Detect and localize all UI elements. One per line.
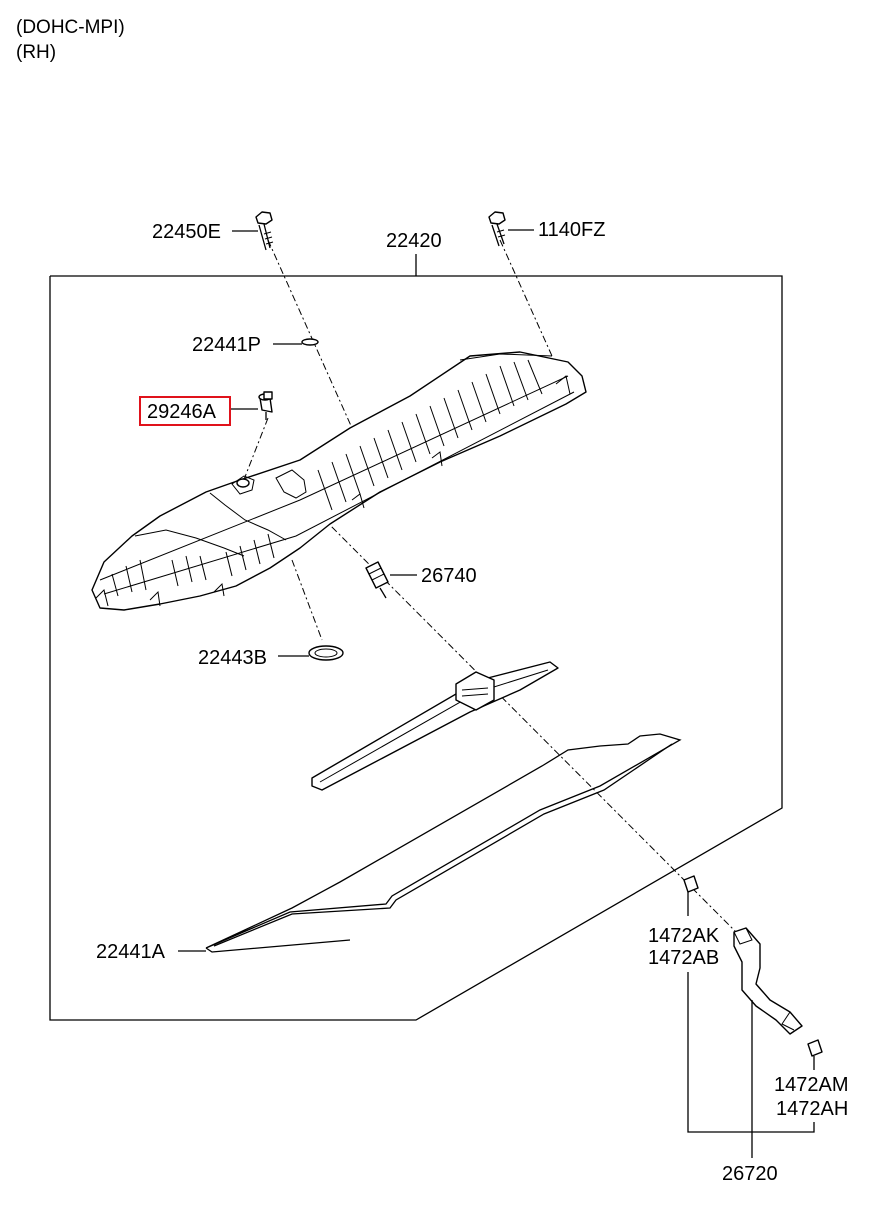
cover-ribs xyxy=(111,359,543,597)
axis-seal-22443B xyxy=(291,559,323,641)
side-label: (RH) xyxy=(16,42,57,63)
label-26740[interactable]: 26740 xyxy=(421,565,477,587)
cap-29246A xyxy=(258,391,273,420)
axis-bolt-1140FZ xyxy=(499,239,553,357)
baffle-plate xyxy=(311,661,559,791)
axis-bolt-22450E xyxy=(267,239,353,429)
clip-1472AM xyxy=(807,1039,823,1057)
gasket-22441A xyxy=(205,733,682,953)
seal-22443B xyxy=(308,645,344,661)
highlight-box-29246A xyxy=(139,396,231,426)
engine-variant-label: (DOHC-MPI) xyxy=(16,17,125,38)
label-1472AM[interactable]: 1472AM xyxy=(774,1074,849,1096)
label-22450E[interactable]: 22450E xyxy=(152,221,221,243)
label-26720[interactable]: 26720 xyxy=(722,1163,778,1185)
label-22441P[interactable]: 22441P xyxy=(192,334,261,356)
axis-pcv xyxy=(299,494,741,937)
group-bracket xyxy=(687,972,815,1133)
axis-cap-29246A xyxy=(242,417,269,483)
label-1472AH[interactable]: 1472AH xyxy=(776,1098,848,1120)
label-22420[interactable]: 22420 xyxy=(386,230,442,252)
label-1472AK[interactable]: 1472AK xyxy=(648,925,720,947)
washer-22441P xyxy=(301,338,319,346)
label-29246A[interactable]: 29246A xyxy=(147,401,217,423)
label-1472AB[interactable]: 1472AB xyxy=(648,947,719,969)
bolt-22450E xyxy=(255,211,274,251)
breather-hose-26720 xyxy=(733,927,803,1035)
clip-1472AK xyxy=(683,875,699,893)
label-1140FZ[interactable]: 1140FZ xyxy=(538,219,605,241)
pcv-valve-26740 xyxy=(365,561,389,599)
label-22441A[interactable]: 22441A xyxy=(96,941,166,963)
label-22443B[interactable]: 22443B xyxy=(198,647,267,669)
bolt-1140FZ xyxy=(488,211,506,247)
rocker-cover-22420 xyxy=(91,351,587,611)
assembly-frame xyxy=(49,275,783,1021)
